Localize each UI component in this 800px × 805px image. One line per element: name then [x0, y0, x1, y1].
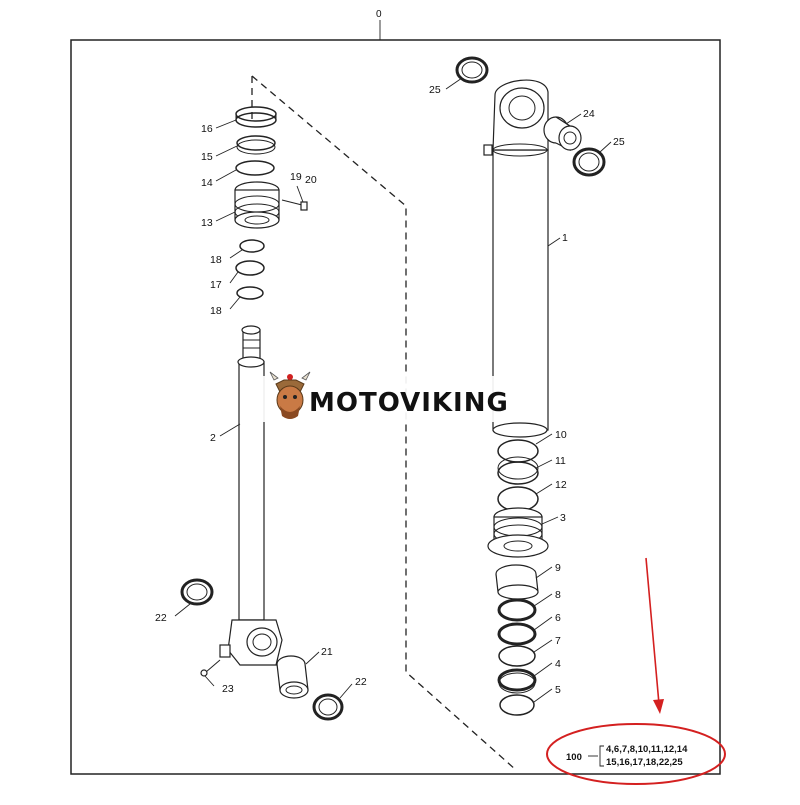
- red-highlight-ellipse: [546, 723, 726, 785]
- callout-21: 21: [321, 646, 333, 658]
- dashed-guide-right: [251, 75, 517, 771]
- callout-25b: 25: [613, 136, 625, 148]
- watermark: MOTOVIKING: [262, 371, 534, 422]
- callout-9: 9: [555, 562, 561, 574]
- ring-11: [497, 456, 539, 485]
- set-screw-19-20: [281, 199, 308, 211]
- ring-5: [499, 694, 535, 716]
- rod-ring-17: [235, 260, 265, 276]
- callout-18b: 18: [210, 305, 222, 317]
- dust-seal-22a: [180, 578, 214, 606]
- kit-number: 100: [566, 752, 582, 763]
- ring-8: [497, 598, 537, 622]
- rod-seal-15: [236, 135, 276, 155]
- cylinder-tube-1: [483, 79, 549, 438]
- kit-line-2: 15,16,17,18,22,25: [606, 757, 683, 768]
- callout-7: 7: [555, 635, 561, 647]
- bushing-21: [276, 655, 309, 699]
- rod-head-13: [234, 181, 280, 229]
- callout-19: 19: [290, 171, 302, 183]
- dust-seal-25b: [572, 147, 606, 177]
- callout-4: 4: [555, 658, 561, 670]
- callout-20: 20: [305, 174, 317, 186]
- callout-16: 16: [201, 123, 213, 135]
- callout-6: 6: [555, 612, 561, 624]
- callout-15: 15: [201, 151, 213, 163]
- rod-ring-18b: [236, 286, 264, 300]
- red-arrow-head-icon: [653, 699, 664, 714]
- callout-24: 24: [583, 108, 595, 120]
- watermark-text: MOTOVIKING: [309, 388, 509, 418]
- red-arrow-shaft: [645, 557, 660, 705]
- piston-rod-2: [219, 325, 283, 666]
- leader-lines: [174, 77, 612, 703]
- watermark-background: [262, 376, 534, 422]
- viking-logo-icon: [269, 371, 311, 419]
- ring-10: [497, 439, 539, 463]
- callout-1: 1: [562, 232, 568, 244]
- ring-4: [497, 668, 537, 694]
- dust-seal-25a: [455, 56, 489, 84]
- callout-17: 17: [210, 279, 222, 291]
- ring-6: [497, 622, 537, 646]
- dust-seal-22b: [312, 693, 344, 721]
- ring-7: [498, 645, 536, 667]
- red-annotation: [546, 557, 726, 785]
- callout-8: 8: [555, 589, 561, 601]
- callout-23: 23: [222, 683, 234, 695]
- rod-seal-16: [235, 106, 277, 128]
- grease-nipple-23: [200, 659, 221, 677]
- kit-note: 100 4,6,7,8,10,11,12,14 15,16,17,18,22,2…: [566, 744, 688, 768]
- callout-3: 3: [560, 512, 566, 524]
- callout-13: 13: [201, 217, 213, 229]
- top-label: 0: [376, 9, 382, 20]
- rod-seal-14: [235, 160, 275, 176]
- callout-25a: 25: [429, 84, 441, 96]
- callout-12: 12: [555, 479, 567, 491]
- piston-3: [487, 507, 549, 558]
- bushing-24: [543, 116, 582, 151]
- rod-ring-18a: [239, 239, 265, 253]
- callout-18a: 18: [210, 254, 222, 266]
- callout-5: 5: [555, 684, 561, 696]
- diagram-frame: [70, 39, 721, 775]
- callout-10: 10: [555, 429, 567, 441]
- callout-14: 14: [201, 177, 213, 189]
- callout-11: 11: [555, 455, 566, 467]
- nut-9: [495, 564, 539, 600]
- callout-2: 2: [210, 432, 216, 444]
- kit-line-1: 4,6,7,8,10,11,12,14: [606, 744, 688, 755]
- callout-22b: 22: [355, 676, 367, 688]
- callout-22a: 22: [155, 612, 167, 624]
